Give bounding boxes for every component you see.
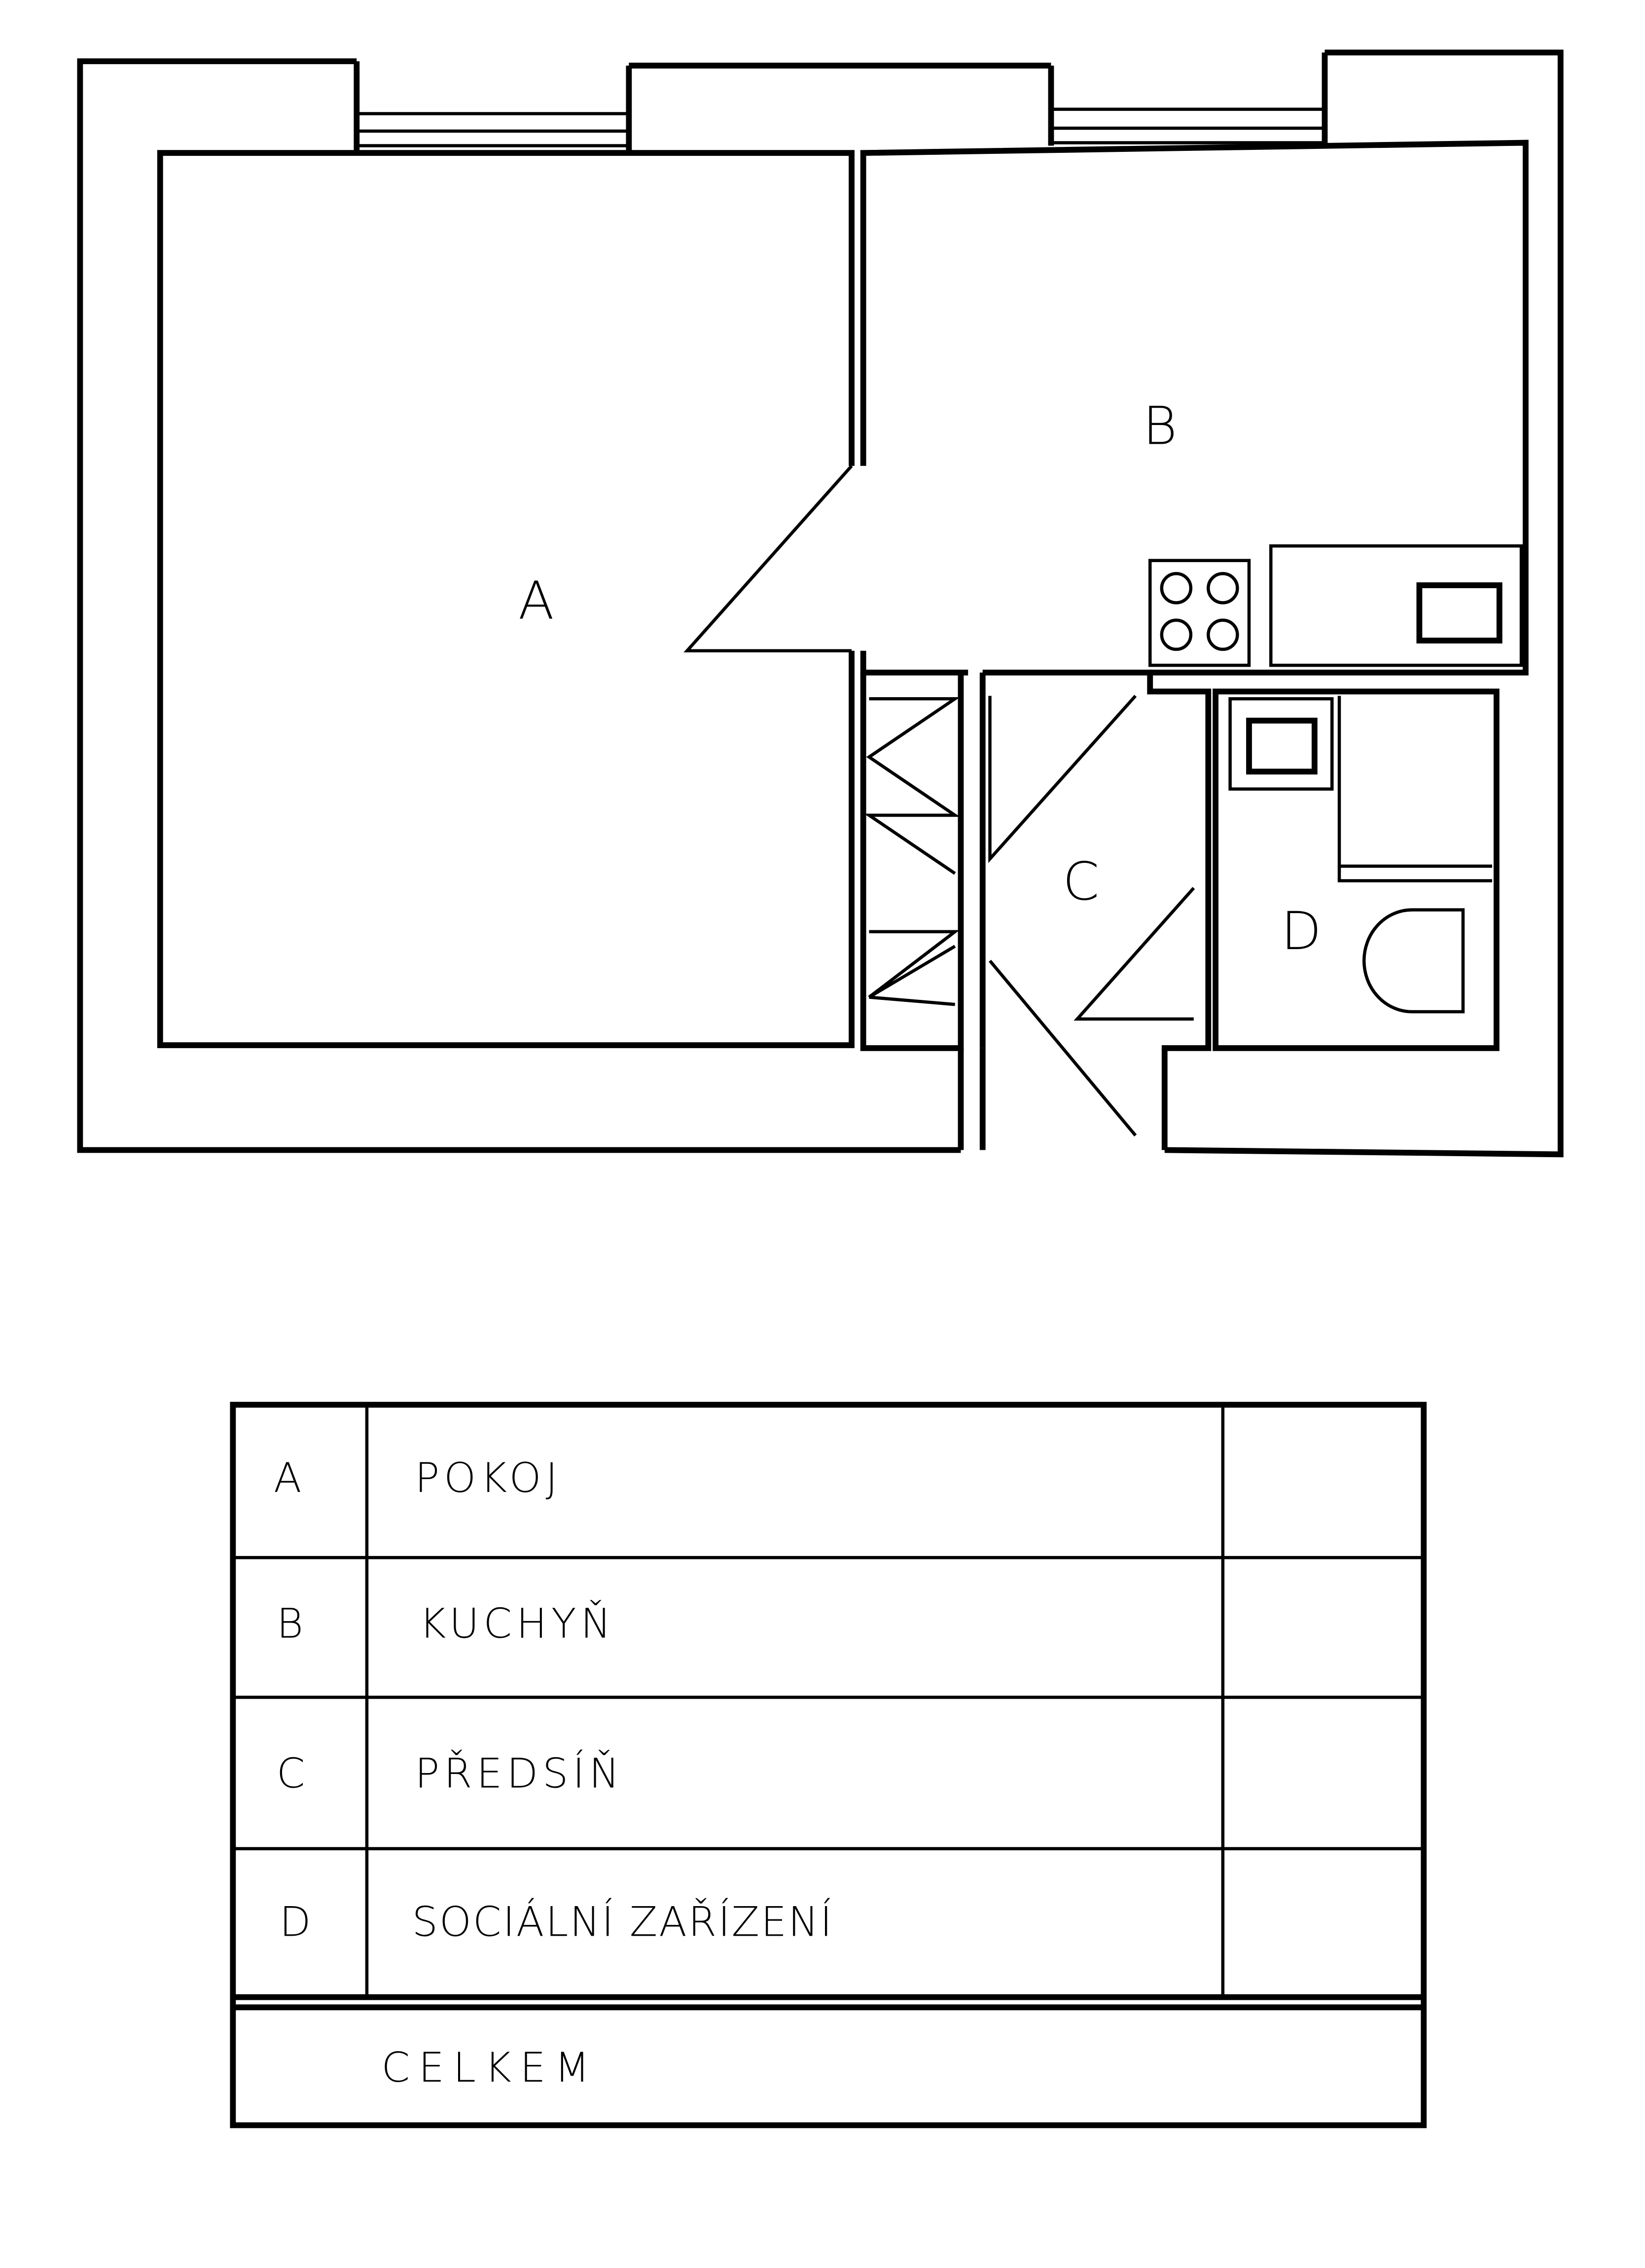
svg-text:POKOJ: POKOJ: [415, 1454, 562, 1502]
room-label-b: B: [1143, 396, 1177, 457]
window-room-b: [1051, 107, 1325, 144]
table-row: A POKOJ: [274, 1454, 562, 1502]
outer-wall: [77, 49, 1564, 1158]
room-label-c: C: [1063, 851, 1099, 913]
room-a-walls: [157, 150, 855, 1048]
svg-text:PŘEDSÍŇ: PŘEDSÍŇ: [415, 1750, 624, 1798]
svg-text:D: D: [280, 1899, 316, 1946]
washbasin: [1228, 697, 1334, 791]
table-grid: [233, 1405, 1424, 1997]
table-border: [230, 1402, 1427, 2128]
svg-text:C: C: [277, 1750, 310, 1798]
door-swing-c: [988, 695, 1195, 1137]
table-row: C PŘEDSÍŇ: [277, 1750, 624, 1798]
room-b-walls: [860, 140, 1529, 676]
toilet: [1362, 908, 1465, 1014]
window-room-a: [357, 112, 629, 147]
burner-icon: [1207, 618, 1239, 651]
washbasin-bowl: [1246, 717, 1318, 775]
svg-text:KUCHYŇ: KUCHYŇ: [419, 1600, 615, 1647]
table-total-row: CELKEM: [381, 2044, 598, 2091]
closet-shelves: [863, 697, 961, 1006]
burner-icon: [1160, 618, 1193, 651]
svg-text:SOCIÁLNÍ ZAŘÍZENÍ: SOCIÁLNÍ ZAŘÍZENÍ: [412, 1898, 833, 1946]
burner-icon: [1207, 572, 1239, 604]
svg-text:A: A: [274, 1454, 306, 1502]
bathtub: [1337, 696, 1493, 883]
kitchen-counter: [1269, 544, 1523, 667]
room-d-walls: [1213, 688, 1500, 1051]
table-row: D SOCIÁLNÍ ZAŘÍZENÍ: [280, 1898, 833, 1946]
table-row: B KUCHYŇ: [277, 1600, 615, 1647]
room-label-a: A: [518, 570, 554, 632]
stove: [1148, 559, 1251, 667]
room-c-walls: [958, 670, 1212, 1150]
closet-walls: [860, 673, 986, 1051]
burner-icon: [1160, 572, 1193, 604]
room-label-d: D: [1281, 901, 1322, 962]
legend-table: A POKOJ B KUCHYŇ C PŘEDSÍŇ D SOCIÁLNÍ ZA…: [230, 1402, 1427, 2128]
svg-text:B: B: [277, 1600, 308, 1647]
svg-text:CELKEM: CELKEM: [381, 2044, 598, 2091]
total-separator: [233, 1994, 1424, 2011]
door-swing-a: [683, 464, 853, 653]
floor-plan: A B C D: [77, 49, 1564, 1158]
kitchen-sink: [1416, 582, 1502, 644]
